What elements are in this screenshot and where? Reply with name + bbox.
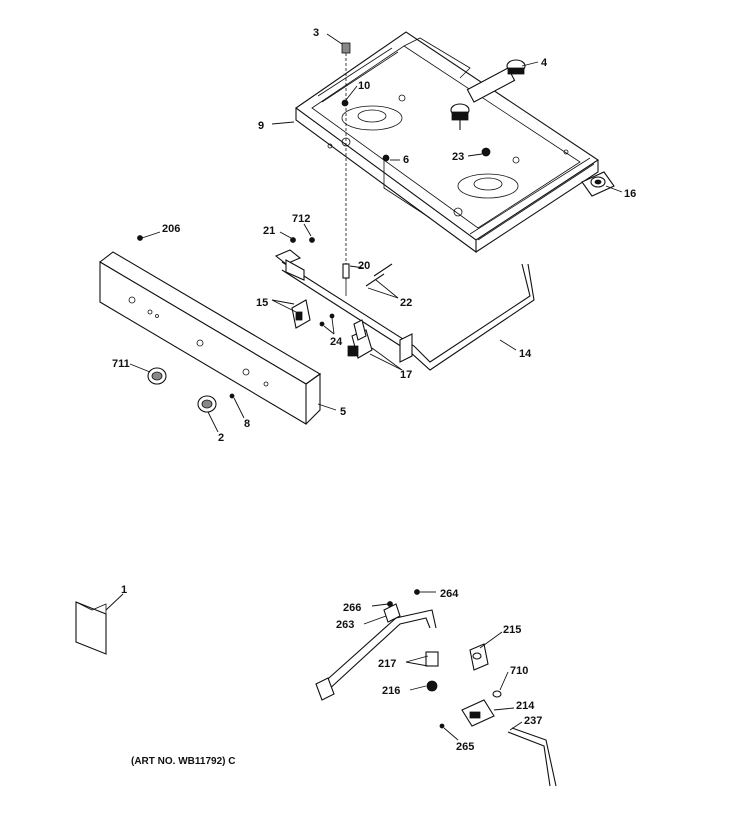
callout-16: 16: [624, 188, 636, 200]
callout-15: 15: [256, 297, 268, 309]
callout-24: 24: [330, 336, 343, 348]
manifold-bracket: [274, 249, 413, 363]
callout-712: 712: [292, 213, 310, 225]
burner-bracket: [581, 171, 615, 197]
screw-6: [382, 154, 390, 162]
screw-265: [439, 723, 445, 729]
oven-supply-tube: [315, 609, 437, 701]
screw-23: [481, 147, 491, 157]
callout-265: 265: [456, 741, 474, 753]
callout-14: 14: [519, 348, 532, 360]
fitting-217: [425, 651, 439, 667]
callout-5: 5: [340, 406, 346, 418]
valve-17: [347, 319, 373, 359]
callout-1: 1: [121, 584, 127, 596]
callout-10: 10: [358, 80, 370, 92]
burner-base-pan: [295, 31, 599, 254]
igniter-214: [461, 699, 495, 727]
valve-15: [291, 299, 311, 329]
clip-263: [383, 603, 401, 623]
callout-8: 8: [244, 418, 250, 430]
screw-264: [414, 589, 420, 595]
washer-710: [492, 690, 502, 698]
callout-263: 263: [336, 619, 354, 631]
callout-4: 4: [541, 57, 548, 69]
callout-264: 264: [440, 588, 459, 600]
control-knob-2: [197, 395, 217, 413]
control-panel: [99, 251, 322, 425]
screw-24a: [319, 321, 325, 327]
literature-envelope: [75, 601, 107, 655]
callout-217: 217: [378, 658, 396, 670]
spark-ignitor-22: [365, 263, 393, 287]
callout-22: 22: [400, 297, 412, 309]
callout-labels: 3 10 4 9 23 6 16 206 21 712 20 22 15 24 …: [112, 27, 636, 753]
callout-3: 3: [313, 27, 319, 39]
art-number-caption: (ART NO. WB11792) C: [131, 756, 236, 767]
callout-leaders: [105, 33, 623, 741]
screw-3: [341, 42, 351, 280]
fitting-216: [426, 680, 438, 692]
wire-lead-237: [507, 727, 557, 787]
callout-20: 20: [358, 260, 370, 272]
callout-214: 214: [516, 700, 535, 712]
callout-17: 17: [400, 369, 412, 381]
callout-266: 266: [343, 602, 361, 614]
screw-21: [290, 237, 296, 243]
callout-215: 215: [503, 624, 521, 636]
callout-710: 710: [510, 665, 528, 677]
nut-20: [342, 263, 350, 279]
callout-2: 2: [218, 432, 224, 444]
screw-206: [137, 235, 143, 241]
bracket-215: [469, 643, 489, 671]
callout-237: 237: [524, 715, 542, 727]
screw-24b: [329, 313, 335, 319]
callout-711: 711: [112, 358, 130, 370]
callout-216: 216: [382, 685, 400, 697]
screw-712: [309, 237, 315, 243]
callout-6: 6: [403, 154, 409, 166]
control-knob-711: [147, 367, 167, 385]
callout-206: 206: [162, 223, 180, 235]
screw-8: [229, 393, 235, 399]
orifice-hood-assembly: [450, 59, 526, 130]
callout-9: 9: [258, 120, 264, 132]
callout-23: 23: [452, 151, 464, 163]
screw-10: [341, 99, 349, 107]
callout-21: 21: [263, 225, 275, 237]
